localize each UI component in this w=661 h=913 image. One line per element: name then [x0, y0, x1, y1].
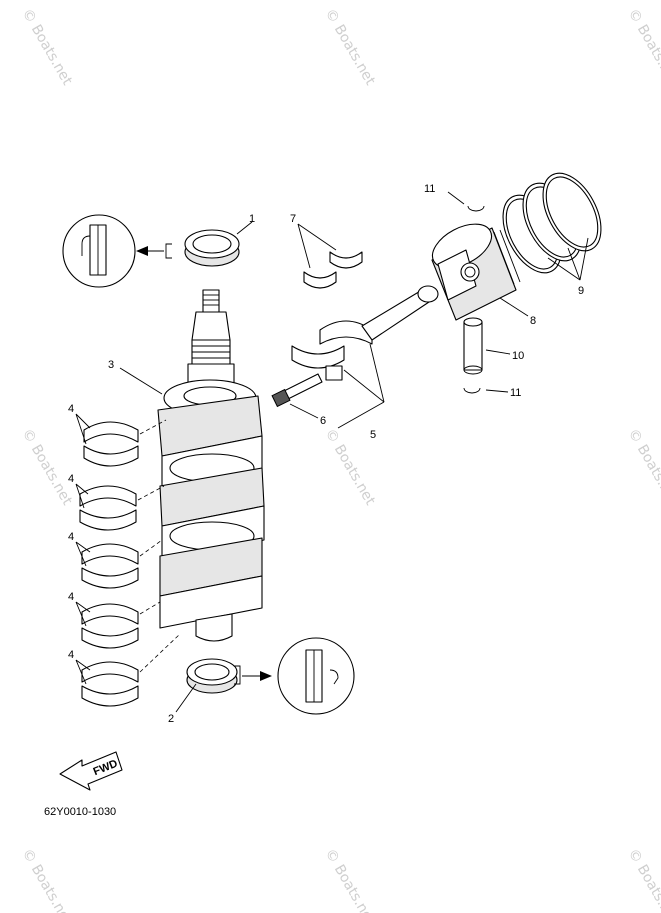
callout-11-lower: 11 [510, 387, 521, 399]
callout-9: 9 [578, 285, 584, 297]
watermark-bottom-center: © Boats.net [322, 846, 379, 913]
seal-detail-lower [234, 637, 355, 715]
callout-10: 10 [512, 350, 524, 362]
part-8-piston[interactable] [425, 215, 521, 321]
part-9-piston-rings[interactable] [491, 164, 613, 283]
part-1-upper-oil-seal[interactable] [184, 229, 240, 267]
part-7-bearing-halves[interactable] [303, 251, 363, 289]
part-11-circlip-upper[interactable] [467, 205, 485, 212]
callout-8: 8 [530, 315, 536, 327]
part-4-main-bearing-5[interactable] [81, 661, 139, 707]
callout-4-a: 4 [68, 403, 74, 415]
callout-7: 7 [290, 213, 296, 225]
diagram-code: 62Y0010-1030 [44, 806, 116, 818]
part-11-circlip-lower[interactable] [463, 387, 481, 394]
part-10-piston-pin[interactable] [463, 317, 483, 375]
fwd-arrow-icon: FWD [59, 751, 123, 791]
watermark-top-right: © Boats.net [625, 6, 661, 88]
watermark-top-left: © Boats.net [19, 6, 76, 88]
callout-4-d: 4 [68, 591, 74, 603]
part-4-main-bearing-3[interactable] [81, 543, 139, 589]
callout-5: 5 [370, 429, 376, 441]
seal-detail-upper [62, 214, 172, 288]
watermark-bottom-left: © Boats.net [19, 846, 76, 913]
part-2-lower-oil-seal[interactable] [186, 658, 238, 694]
watermark-bottom-right: © Boats.net [625, 846, 661, 913]
watermark-mid-right: © Boats.net [625, 426, 661, 508]
part-4-main-bearing-2[interactable] [79, 485, 137, 531]
callout-6: 6 [320, 415, 326, 427]
part-4-main-bearing-4[interactable] [81, 603, 139, 649]
part-4-main-bearing-1[interactable] [83, 421, 139, 467]
part-6-rod-bolt[interactable] [271, 373, 323, 408]
callout-4-b: 4 [68, 473, 74, 485]
watermark-mid-left: © Boats.net [19, 426, 76, 508]
callout-4-c: 4 [68, 531, 74, 543]
part-3-crankshaft[interactable] [157, 289, 265, 642]
callout-4-e: 4 [68, 649, 74, 661]
callout-3: 3 [108, 359, 114, 371]
part-5-connecting-rod[interactable] [291, 285, 439, 381]
callout-1: 1 [249, 213, 255, 225]
callout-11-upper: 11 [424, 183, 435, 195]
watermark-top-center: © Boats.net [322, 6, 379, 88]
callout-2: 2 [168, 713, 174, 725]
